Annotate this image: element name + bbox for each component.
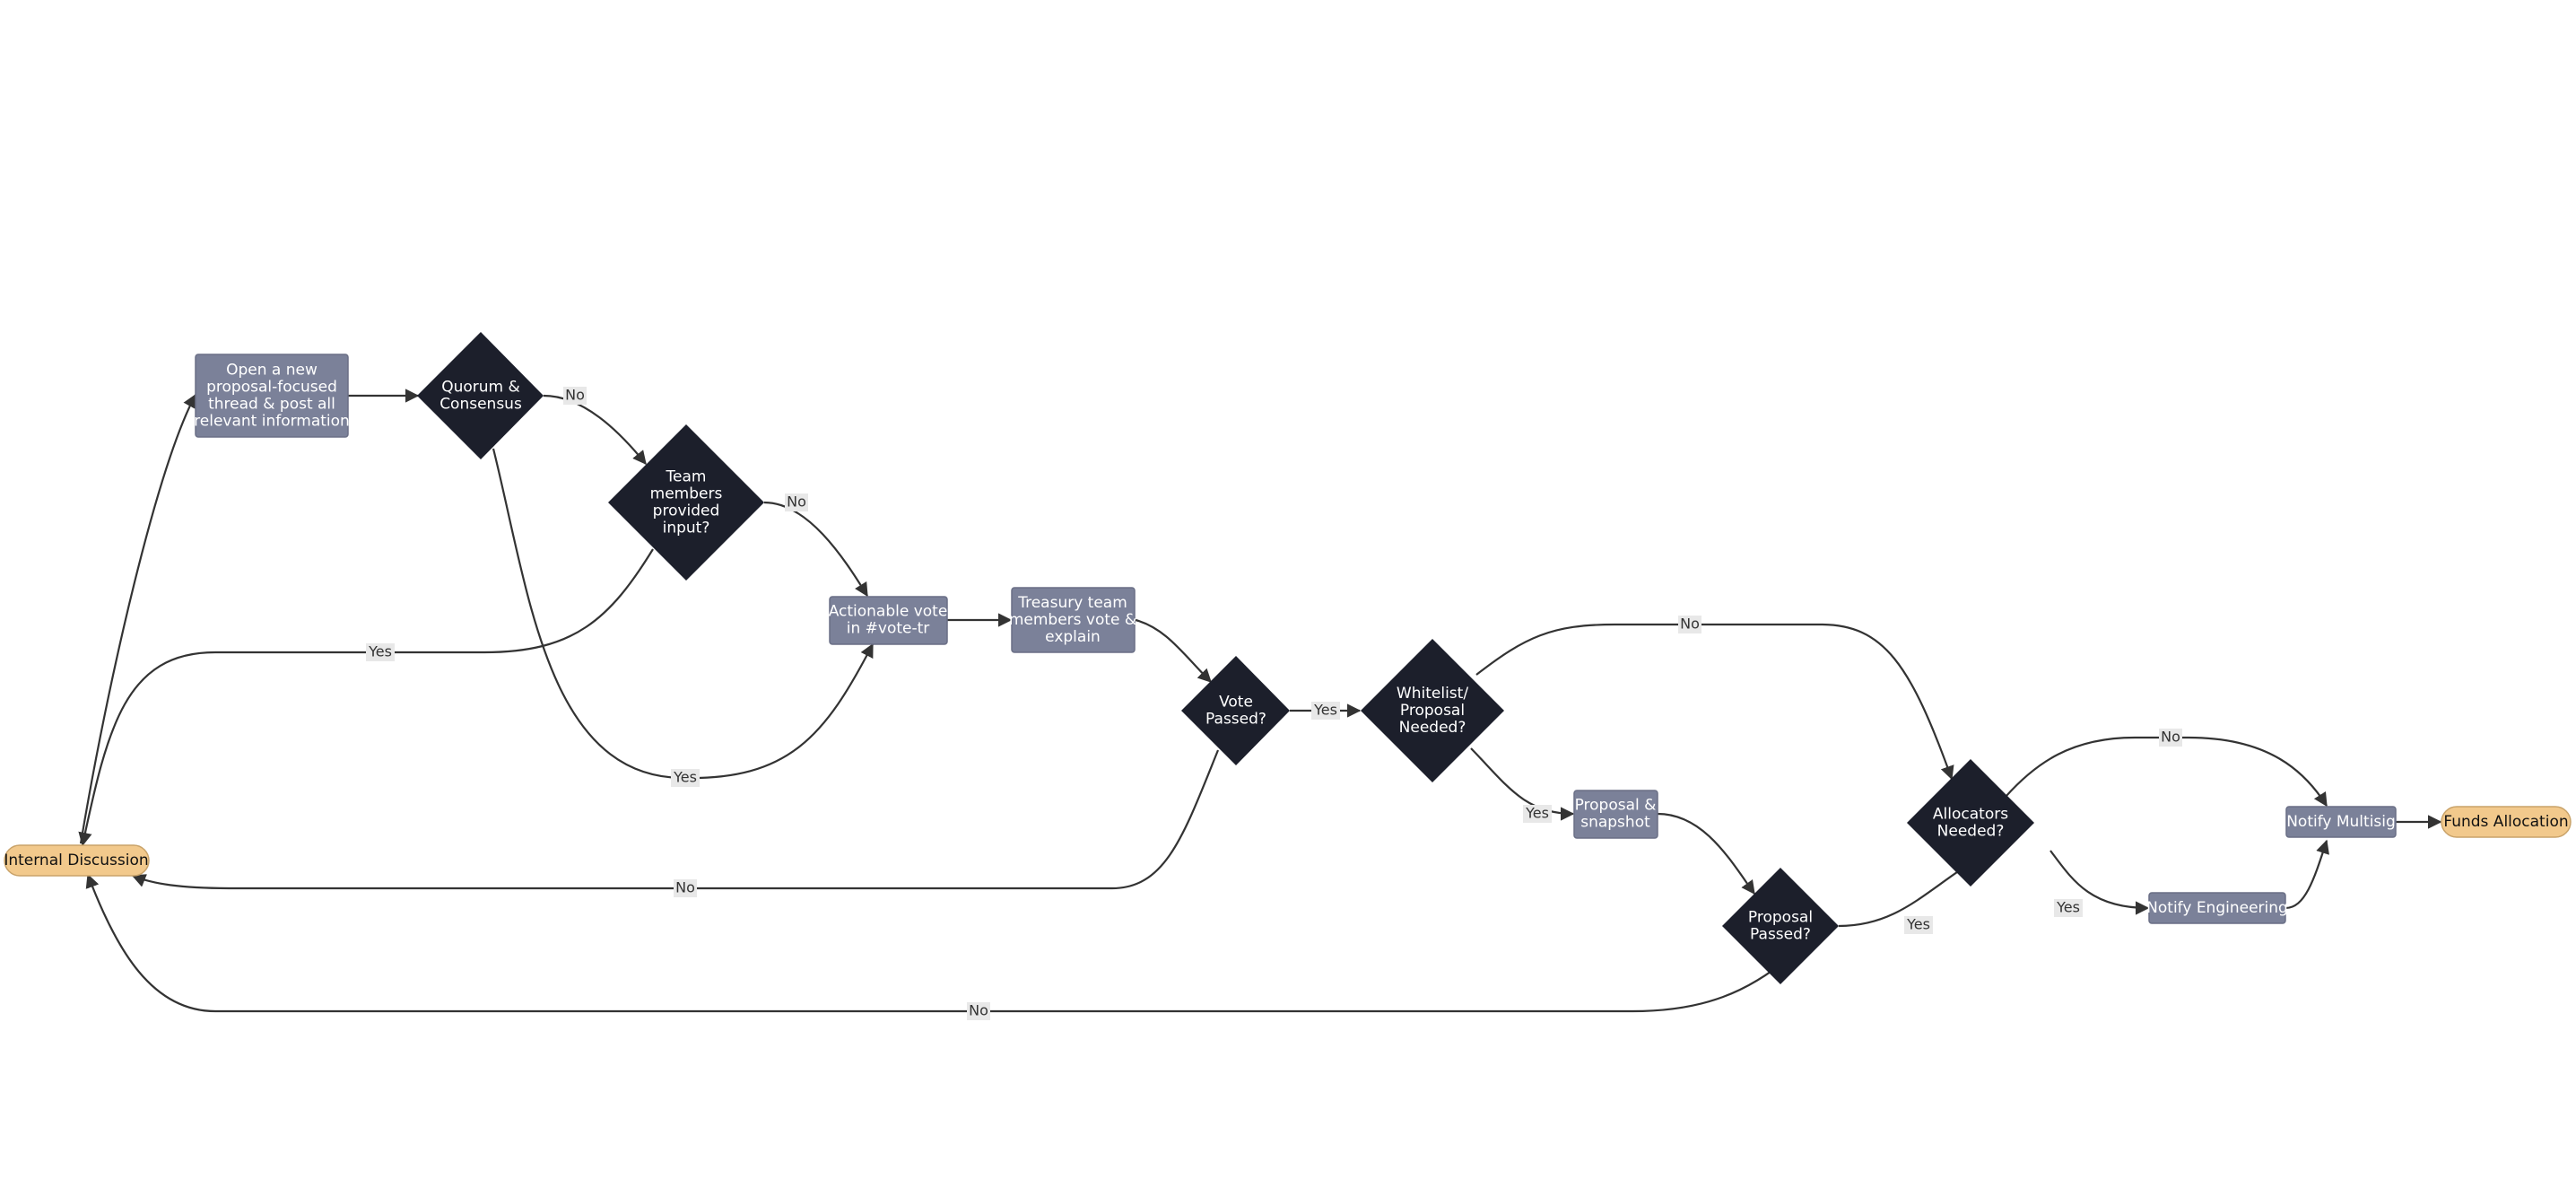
node-label-line: Open a new — [226, 362, 318, 380]
node-proposal-snapshot[interactable]: Proposal &snapshot — [1573, 790, 1658, 839]
edge-engineering-to-multisig — [2284, 839, 2329, 910]
edge-team-to-internal-yes — [78, 548, 654, 847]
svg-text:Yes: Yes — [368, 643, 392, 660]
node-label-line: Internal Discussion — [4, 852, 148, 869]
node-label-line: Vote — [1219, 694, 1253, 712]
node-label: Notify Multisig — [2286, 813, 2396, 831]
edge-label-whitelist-no: No — [1678, 616, 1701, 633]
node-label-line: Proposal & — [1575, 797, 1657, 815]
edge-snapshot-to-proposal-passed — [1657, 812, 1755, 895]
node-label-line: proposal-focused — [206, 379, 337, 397]
edge-label-allocators-no: No — [2159, 729, 2182, 747]
edge-quorum-to-team-no — [543, 394, 647, 465]
node-label-line: Needed? — [1399, 719, 1466, 737]
nodes: Internal Discussion Funds Allocation Ope… — [4, 332, 2572, 984]
node-label-line: provided — [653, 502, 720, 520]
svg-text:Yes: Yes — [1525, 805, 1549, 822]
node-label-line: members vote & — [1009, 611, 1136, 629]
edge-labels: No Yes No Yes Yes No No Yes — [366, 387, 2182, 1020]
edge-whitelist-to-allocators-no — [1475, 623, 1954, 781]
node-label: Quorum &Consensus — [439, 379, 522, 414]
node-label: Internal Discussion — [4, 852, 148, 869]
node-label: Notify Engineering — [2146, 899, 2288, 917]
node-label-line: in #vote-tr — [847, 620, 930, 638]
node-notify-multisig[interactable]: Notify Multisig — [2285, 806, 2397, 838]
svg-text:Yes: Yes — [2056, 899, 2080, 916]
edge-label-team-no: No — [785, 494, 808, 511]
node-label-line: Whitelist/ — [1397, 685, 1468, 703]
svg-text:No: No — [2161, 729, 2180, 746]
svg-text:No: No — [787, 494, 806, 511]
edge-whitelist-to-snapshot-yes — [1470, 747, 1575, 821]
svg-text:Yes: Yes — [1906, 916, 1930, 933]
node-label-line: explain — [1045, 628, 1101, 646]
edge-label-whitelist-yes: Yes — [1523, 805, 1552, 823]
node-label-line: Proposal — [1748, 909, 1813, 927]
svg-text:Yes: Yes — [1313, 702, 1337, 719]
node-label-line: input? — [663, 520, 710, 537]
edge-label-proposal-yes: Yes — [1904, 916, 1933, 934]
node-quorum[interactable]: Quorum &Consensus — [417, 332, 544, 459]
edge-treasury-to-vote — [1135, 618, 1212, 683]
node-funds-allocation[interactable]: Funds Allocation — [2441, 806, 2572, 838]
svg-text:No: No — [565, 387, 585, 404]
node-label: Funds Allocation — [2443, 813, 2568, 831]
node-label-line: Passed? — [1205, 711, 1266, 729]
node-label-line: Notify Multisig — [2286, 813, 2396, 831]
node-label-line: Treasury team — [1017, 594, 1127, 612]
edge-label-quorum-yes: Yes — [671, 769, 700, 787]
edge-vote-to-internal-no — [131, 749, 1220, 890]
edge-proposal-to-internal-no — [85, 873, 1791, 1013]
node-label-line: Needed? — [1937, 823, 2005, 841]
edge-label-team-yes: Yes — [366, 643, 395, 661]
node-label-line: members — [650, 485, 723, 503]
edge-allocators-to-multisig-no — [2005, 736, 2328, 808]
edge-team-to-actionable-no — [763, 501, 868, 598]
node-label-line: Team — [666, 468, 707, 486]
svg-text:Yes: Yes — [673, 769, 697, 786]
node-label-line: Allocators — [1933, 806, 2008, 824]
node-label-line: thread & post all — [208, 396, 335, 414]
edge-label-allocators-yes: Yes — [2054, 899, 2083, 917]
edge-label-quorum-no: No — [563, 387, 587, 405]
node-notify-engineering[interactable]: Notify Engineering — [2146, 892, 2288, 924]
node-label: Proposal &snapshot — [1575, 797, 1657, 832]
node-label-line: Quorum & — [441, 379, 520, 397]
node-internal-discussion[interactable]: Internal Discussion — [4, 844, 150, 877]
node-label-line: Funds Allocation — [2443, 813, 2568, 831]
svg-text:No: No — [969, 1002, 988, 1019]
svg-text:No: No — [675, 879, 695, 896]
edge-label-vote-no: No — [674, 879, 697, 897]
node-label-line: Passed? — [1750, 926, 1811, 944]
node-label-line: Proposal — [1400, 702, 1465, 720]
edge-allocators-to-engineering-yes — [2049, 850, 2150, 915]
edge-label-proposal-no: No — [967, 1002, 990, 1020]
node-label-line: relevant information — [194, 413, 350, 431]
edge-label-vote-yes: Yes — [1311, 702, 1340, 720]
node-label-line: Actionable vote — [829, 603, 948, 621]
svg-text:No: No — [1680, 616, 1700, 633]
node-label-line: Consensus — [439, 396, 522, 414]
edge-quorum-to-actionable-yes — [492, 448, 874, 780]
node-label-line: snapshot — [1580, 814, 1650, 832]
edge-internal-to-open-thread — [79, 393, 196, 844]
node-label-line: Notify Engineering — [2146, 899, 2288, 917]
